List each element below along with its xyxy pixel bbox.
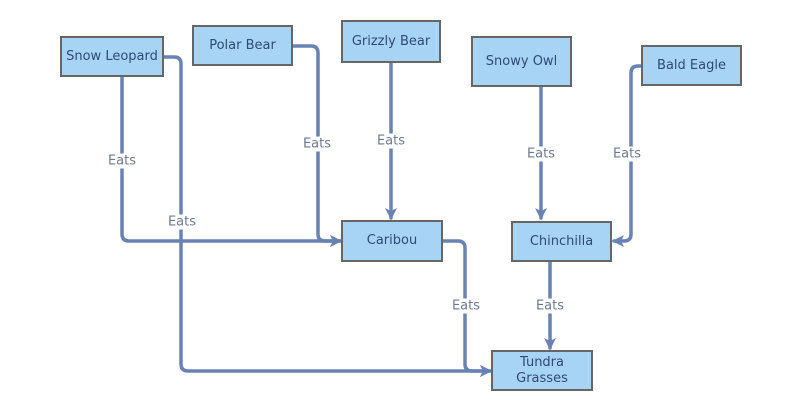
node-grizzly-bear[interactable]: Grizzly Bear xyxy=(341,20,441,63)
edge-label: Eats xyxy=(525,146,557,162)
node-bald-eagle[interactable]: Bald Eagle xyxy=(641,45,742,86)
node-label: Chinchilla xyxy=(529,233,594,249)
node-label: Tundra Grasses xyxy=(516,354,568,386)
node-label: Grizzly Bear xyxy=(351,33,431,49)
node-label: Snow Leopard xyxy=(66,48,158,64)
node-caribou[interactable]: Caribou xyxy=(341,220,443,262)
node-polar-bear[interactable]: Polar Bear xyxy=(192,25,293,66)
node-label: Caribou xyxy=(366,233,418,248)
edge-label: Eats xyxy=(375,133,407,149)
edge-label: Eats xyxy=(301,136,333,152)
node-tundra-grasses[interactable]: Tundra Grasses xyxy=(491,350,593,391)
node-label: Polar Bear xyxy=(209,37,276,53)
edge-snow-leopard-caribou xyxy=(120,74,342,247)
edge-snow-leopard-tundra-grasses xyxy=(161,55,492,377)
edge-label: Eats xyxy=(450,298,482,314)
node-label: Snowy Owl xyxy=(485,53,558,69)
edge-label: Eats xyxy=(611,146,643,162)
edge-label: Eats xyxy=(106,153,138,169)
node-snowy-owl[interactable]: Snowy Owl xyxy=(471,36,572,87)
node-label: Bald Eagle xyxy=(657,57,726,73)
node-snow-leopard[interactable]: Snow Leopard xyxy=(60,36,164,77)
node-chinchilla[interactable]: Chinchilla xyxy=(511,221,612,262)
edge-label: Eats xyxy=(534,298,566,314)
edge-label: Eats xyxy=(166,214,198,230)
